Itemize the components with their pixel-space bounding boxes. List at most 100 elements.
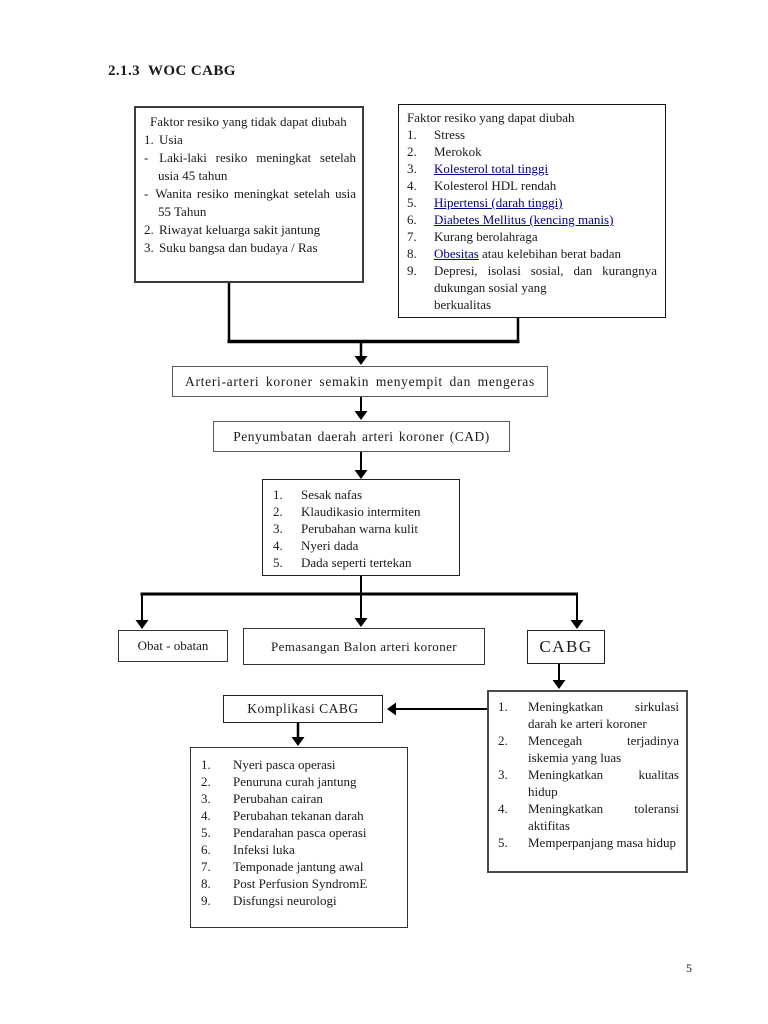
list-item: 5. Dada seperti tertekan	[273, 554, 451, 571]
list-item-text: Post Perfusion SyndromE	[233, 876, 368, 891]
list-item-text: Riwayat keluarga sakit jantung	[159, 222, 321, 237]
list-marker	[407, 296, 434, 313]
list-item: 2. Klaudikasio intermiten	[273, 503, 451, 520]
list-marker: 5.	[498, 835, 508, 850]
list-item: 7. Kurang berolahraga	[407, 228, 657, 245]
link-obesitas[interactable]: Obesitas	[434, 246, 479, 261]
list-item-text: Dada seperti tertekan	[301, 555, 412, 570]
list-item: 6.Diabetes Mellitus (kencing manis)	[407, 211, 657, 228]
list-marker: 3.	[498, 767, 508, 782]
list-item: 1. Nyeri pasca operasi	[201, 756, 399, 773]
list-item: 1.Sesak nafas	[273, 486, 451, 503]
list-item-text: Disfungsi neurologi	[233, 893, 337, 908]
treatment-label: CABG	[539, 637, 593, 656]
list-item-text: Meningkatkan toleransi aktifitas	[528, 801, 679, 833]
list-marker: 3.	[201, 791, 211, 806]
list-marker: 9.	[407, 263, 417, 278]
list-item: 2. Riwayat keluarga sakit jantung	[144, 221, 356, 239]
list-item-text: Wanita resiko meningkat setelah usia 55 …	[155, 186, 357, 219]
list-marker: 5.	[273, 555, 283, 570]
list-item: 3.Perubahan cairan	[201, 790, 399, 807]
list-item: 5. Memperpanjang masa hidup	[498, 834, 679, 851]
list-item-text: Laki-laki resiko meningkat setelah usia …	[158, 150, 357, 183]
list-item-text: Nyeri pasca operasi	[233, 757, 336, 772]
list-item: 8. Post Perfusion SyndromE	[201, 875, 399, 892]
list-item-text: Perubahan tekanan darah	[233, 808, 364, 823]
link-kolesterol-total-tinggi[interactable]: Kolesterol total tinggi	[434, 161, 549, 176]
list-marker: 8.	[407, 246, 417, 261]
treatment-label: Pemasangan Balon arteri koroner	[270, 638, 458, 654]
cabg-benefits-box: 1.Meningkatkan sirkulasi darah ke arteri…	[487, 690, 688, 873]
treatment-cabg-box: CABG	[527, 630, 605, 664]
list-marker: 4.	[407, 178, 417, 193]
list-item-text: Meningkatkan kualitas hidup	[528, 767, 679, 799]
list-marker: 4.	[201, 808, 211, 823]
list-item: 7.Temponade jantung awal	[201, 858, 399, 875]
list-marker: 2.	[498, 733, 508, 748]
list-marker: 7.	[201, 859, 211, 874]
list-marker: 9.	[201, 893, 211, 908]
list-marker: 4.	[273, 538, 283, 553]
list-item: 6. Infeksi luka	[201, 841, 399, 858]
list-item: 9. Depresi, isolasi sosial, dan kurangnya…	[407, 262, 657, 296]
complications-list-box: 1. Nyeri pasca operasi 2.Penuruna curah j…	[190, 747, 408, 928]
complications-label: Komplikasi CABG	[247, 701, 359, 716]
list-item: 2.Merokok	[407, 143, 657, 160]
list-item: 8. Obesitas atau kelebihan berat badan	[407, 245, 657, 262]
list-marker: 7.	[407, 229, 417, 244]
list-item-text: atau kelebihan berat badan	[478, 246, 621, 261]
list-marker: 1.	[407, 127, 417, 142]
list-item-text: Stress	[434, 127, 466, 142]
list-item-text: Klaudikasio intermiten	[301, 504, 421, 519]
list-marker: 1.	[201, 757, 211, 772]
list-marker: 2.	[407, 144, 417, 159]
list-item: 4.Meningkatkan toleransi aktifitas	[498, 800, 679, 834]
list-item-text: Infeksi luka	[233, 842, 295, 857]
list-item: 9. Disfungsi neurologi	[201, 892, 399, 909]
treatment-label: Obat - obatan	[137, 638, 209, 653]
list-item: 5.Pendarahan pasca operasi	[201, 824, 399, 841]
risk-factors-changeable-box: Faktor resiko yang dapat diubah 1.Stress…	[398, 104, 666, 318]
list-item: 2.Penuruna curah jantung	[201, 773, 399, 790]
list-item-text: Nyeri dada	[301, 538, 359, 553]
list-item: 3. Perubahan warna kulit	[273, 520, 451, 537]
list-item: 4. Perubahan tekanan darah	[201, 807, 399, 824]
list-item: 3. Meningkatkan kualitas hidup	[498, 766, 679, 800]
list-item-text: Depresi, isolasi sosial, dan kurangnya d…	[434, 263, 657, 295]
list-item: - Laki-laki resiko meningkat setelah usi…	[144, 149, 356, 185]
list-item-text: Perubahan warna kulit	[301, 521, 418, 536]
list-item: 3. Suku bangsa dan budaya / Ras	[144, 239, 356, 257]
list-item-text: Obesitas atau kelebihan berat badan	[434, 245, 657, 262]
list-item-text: Suku bangsa dan budaya / Ras	[159, 240, 318, 255]
list-item: 2. Mencegah terjadinya iskemia yang luas	[498, 732, 679, 766]
list-marker: -	[144, 186, 149, 201]
box-title: Faktor resiko yang tidak dapat diubah	[150, 114, 347, 129]
list-marker: 6.	[201, 842, 211, 857]
list-marker: -	[144, 150, 149, 165]
list-item-text: berkualitas	[434, 297, 492, 312]
list-item-text: Usia	[159, 132, 183, 147]
list-marker: 8.	[201, 876, 211, 891]
list-marker: 1.	[498, 699, 508, 714]
list-marker: 3.	[407, 161, 417, 176]
list-marker: 5.	[201, 825, 211, 840]
list-item: 4. Nyeri dada	[273, 537, 451, 554]
list-marker: 3.	[273, 521, 283, 536]
section-heading: 2.1.3 WOC CABG	[108, 63, 236, 79]
list-item-text: Kurang berolahraga	[434, 229, 538, 244]
list-item: 5.Hipertensi (darah tinggi)	[407, 194, 657, 211]
list-item: 1. Stress	[407, 126, 657, 143]
list-marker: 2.	[273, 504, 283, 519]
list-item: 1. Usia	[144, 131, 356, 149]
list-item: 3. Kolesterol total tinggi	[407, 160, 657, 177]
list-item-text: Mencegah terjadinya iskemia yang luas	[528, 733, 679, 765]
list-item: 1.Meningkatkan sirkulasi darah ke arteri…	[498, 698, 679, 732]
page-number: 5	[686, 961, 692, 975]
link-diabetes-mellitus[interactable]: Diabetes Mellitus (kencing manis)	[434, 212, 614, 227]
link-hipertensi[interactable]: Hipertensi (darah tinggi)	[434, 195, 563, 210]
list-item: 4.Kolesterol HDL rendah	[407, 177, 657, 194]
complications-label-box: Komplikasi CABG	[223, 695, 383, 723]
list-marker: 1.	[273, 487, 283, 502]
list-item-text: Memperpanjang masa hidup	[528, 835, 677, 850]
